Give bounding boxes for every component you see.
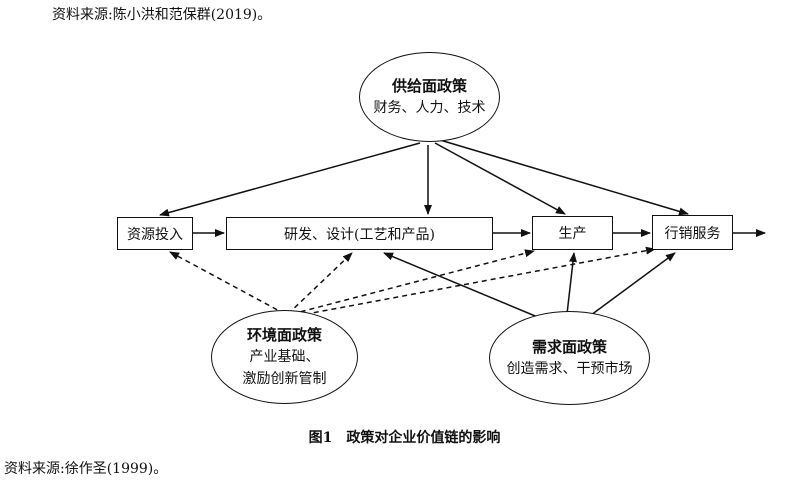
chain-resource-input-label: 资源投入 [127, 226, 183, 243]
arrow-supply-to-marketing [439, 139, 689, 216]
arrow-environment-to-production [291, 249, 535, 315]
arrow-supply-to-production [434, 142, 566, 215]
chain-resource-input: 资源投入 [117, 217, 193, 250]
demand-policy-detail: 创造需求、干预市场 [506, 361, 633, 377]
chain-marketing-service-label: 行销服务 [664, 225, 721, 242]
arrow-environment-to-input [169, 251, 286, 315]
demand-policy-node: 需求面政策 创造需求、干预市场 [489, 311, 650, 405]
chain-production: 生产 [532, 216, 613, 250]
arrow-environment-to-rnd [287, 252, 353, 315]
arrow-demand-to-rnd [383, 252, 541, 319]
arrow-demand-to-marketing [586, 252, 676, 319]
chain-marketing-service: 行销服务 [652, 215, 733, 250]
figure-caption: 图1 政策对企业价值链的影响 [308, 430, 501, 446]
chain-rnd-design: 研发、设计(工艺和产品) [226, 217, 493, 250]
arrow-demand-to-production [566, 252, 577, 315]
supply-policy-node: 供给面政策 财务、人力、技术 [359, 52, 500, 142]
environment-policy-title: 环境面政策 [246, 326, 322, 344]
environment-policy-detail-1: 产业基础、 [249, 349, 320, 365]
arrow-environment-to-marketing [295, 246, 656, 317]
supply-policy-title: 供给面政策 [391, 77, 467, 95]
environment-policy-node: 环境面政策 产业基础、 激励创新管制 [211, 310, 358, 404]
source-note-top: 资料来源:陈小洪和范保群(2019)。 [52, 7, 272, 23]
demand-policy-title: 需求面政策 [531, 338, 607, 356]
arrow-supply-to-input [159, 142, 421, 217]
chain-production-label: 生产 [558, 226, 587, 242]
environment-policy-detail-2: 激励创新管制 [242, 371, 327, 387]
source-note-bottom: 资料来源:徐作圣(1999)。 [4, 461, 168, 477]
supply-policy-detail: 财务、人力、技术 [373, 100, 486, 116]
chain-rnd-design-label: 研发、设计(工艺和产品) [284, 226, 435, 243]
